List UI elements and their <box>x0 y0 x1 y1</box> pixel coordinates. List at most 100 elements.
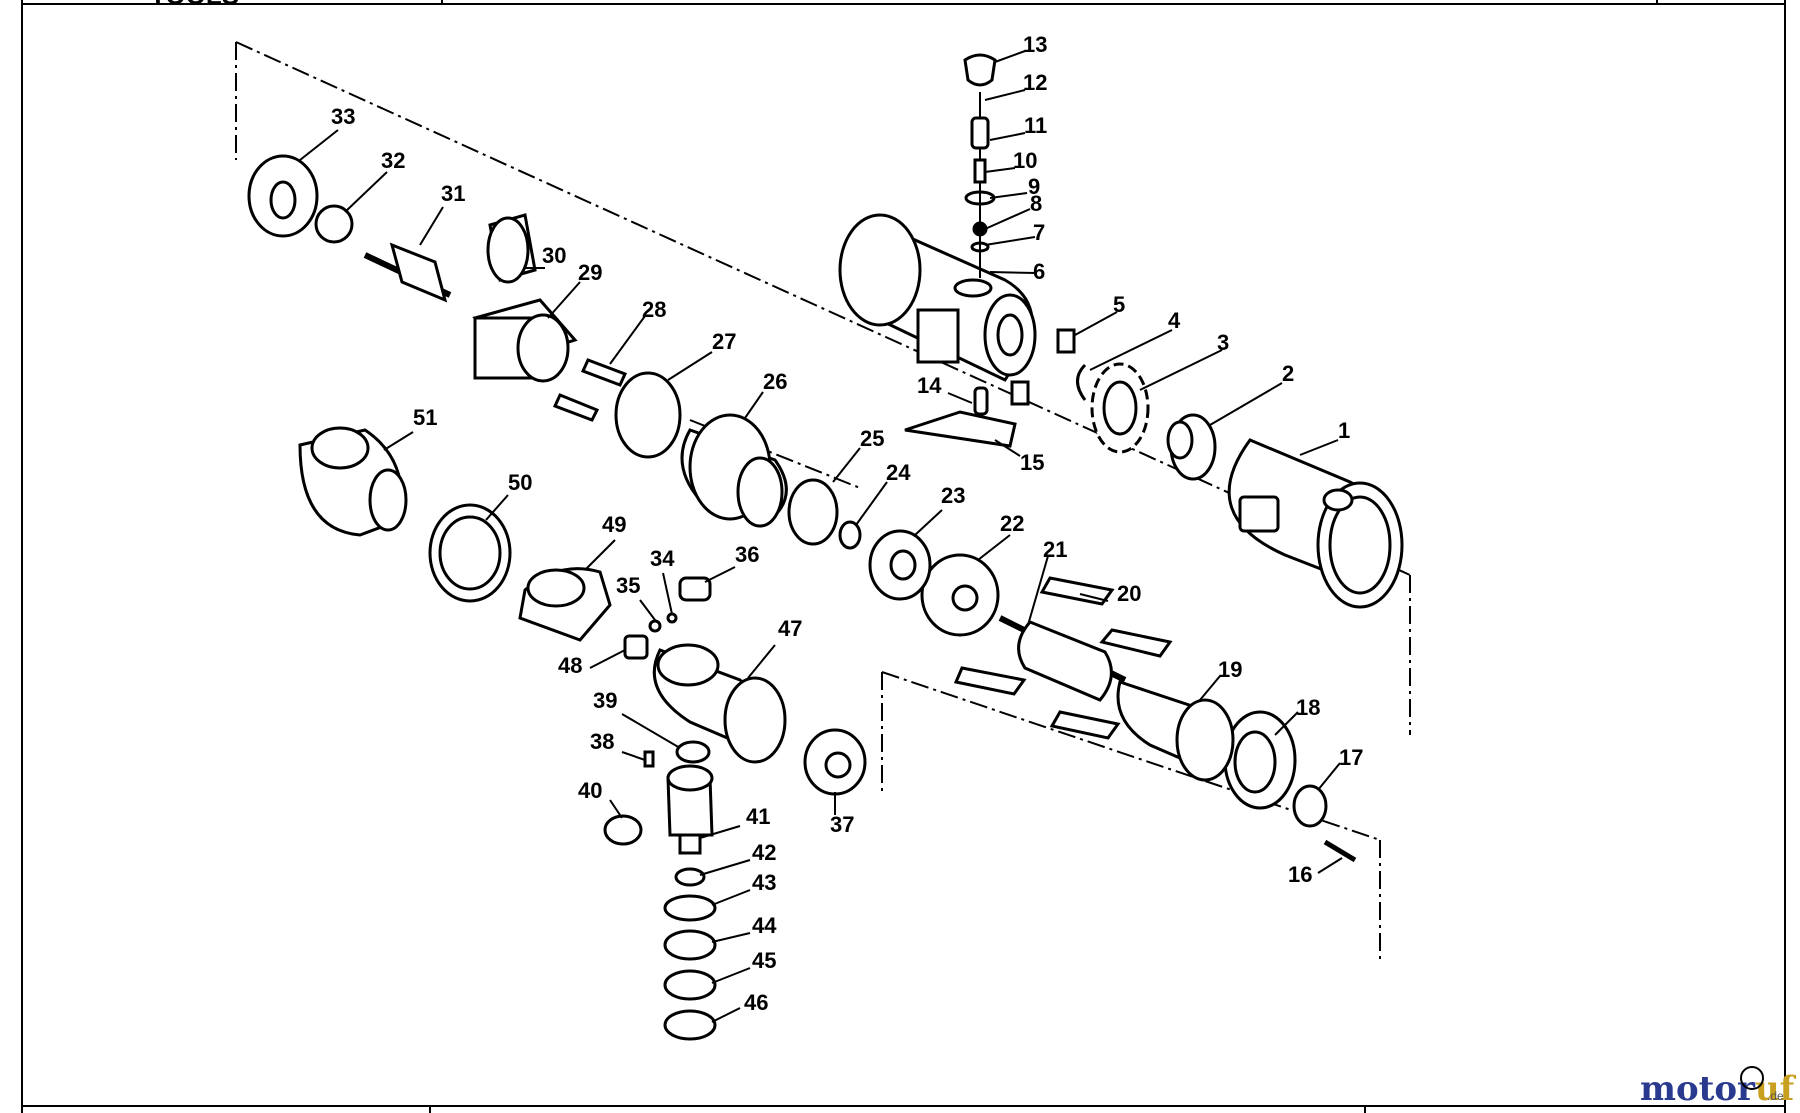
part-36-pawl <box>678 576 712 602</box>
callout-21: 21 <box>1043 537 1067 562</box>
callout-34: 34 <box>650 546 675 571</box>
registered-mark-icon <box>1740 1066 1764 1090</box>
callout-43: 43 <box>752 870 776 895</box>
part-15-lever <box>904 410 1017 448</box>
callout-9: 9 <box>1028 174 1040 199</box>
part-4-clip <box>1076 363 1087 401</box>
callout-49: 49 <box>602 512 626 537</box>
part-26-housing <box>680 413 788 528</box>
callout-15: 15 <box>1020 450 1044 475</box>
part-30-hammer <box>486 213 537 284</box>
part-35-spring <box>648 619 662 633</box>
callout-33: 33 <box>331 104 355 129</box>
callout-19: 19 <box>1218 657 1242 682</box>
part-25-oring <box>787 478 839 546</box>
callout-25: 25 <box>860 426 884 451</box>
header-title-fragment: TOOLS <box>150 0 239 10</box>
part-48-block <box>623 634 649 660</box>
callout-20: 20 <box>1117 581 1141 606</box>
part-42-nut <box>674 867 706 887</box>
part-50-ring <box>428 503 512 603</box>
callout-7: 7 <box>1033 220 1045 245</box>
part-23-bearing <box>868 529 932 601</box>
part-46-ring <box>663 1009 717 1041</box>
callout-40: 40 <box>578 778 602 803</box>
callout-14: 14 <box>917 373 942 398</box>
part-14-pin <box>973 386 989 416</box>
watermark-logo: motoruf .de <box>1640 1066 1797 1109</box>
part-28-keys <box>552 358 628 422</box>
callout-16: 16 <box>1288 862 1312 887</box>
callout-3: 3 <box>1217 330 1229 355</box>
watermark-brand-suffix: .de <box>1767 1089 1784 1103</box>
part-14-block <box>1010 380 1030 406</box>
callout-37: 37 <box>830 812 854 837</box>
part-41-anvil <box>666 764 714 855</box>
part-16-pin <box>1323 839 1357 863</box>
callout-47: 47 <box>778 616 802 641</box>
part-5-block <box>1056 328 1076 354</box>
callout-24: 24 <box>886 460 911 485</box>
callout-4: 4 <box>1168 308 1181 333</box>
part-3-ring <box>1090 362 1150 454</box>
drawing-frame <box>21 0 1786 1113</box>
callout-6: 6 <box>1033 259 1045 284</box>
part-27-oring <box>614 371 682 459</box>
part-45-ring <box>663 969 717 1001</box>
callout-39: 39 <box>593 688 617 713</box>
part-39-washer <box>675 740 711 764</box>
callout-13: 13 <box>1023 32 1047 57</box>
callout-36: 36 <box>735 542 759 567</box>
part-6-main-body <box>838 213 1037 382</box>
part-49-ratchet-head <box>518 567 612 642</box>
callout-32: 32 <box>381 148 405 173</box>
callout-46: 46 <box>744 990 768 1015</box>
callout-5: 5 <box>1113 292 1125 317</box>
callout-10: 10 <box>1013 148 1037 173</box>
callout-12: 12 <box>1023 70 1047 95</box>
callout-38: 38 <box>590 729 614 754</box>
part-22-bearing <box>920 553 1000 637</box>
part-37-bearing <box>803 728 867 796</box>
part-21-rotor <box>998 615 1127 702</box>
svg-text:motoruf: motoruf <box>1640 1069 1797 1109</box>
part-47-yoke <box>652 643 787 764</box>
callout-51: 51 <box>413 405 437 430</box>
part-38-key <box>643 750 655 768</box>
callout-50: 50 <box>508 470 532 495</box>
callout-17: 17 <box>1339 745 1363 770</box>
leader-lines <box>299 50 1343 1023</box>
callout-35: 35 <box>616 573 640 598</box>
callout-45: 45 <box>752 948 776 973</box>
callout-1: 1 <box>1338 418 1350 443</box>
part-31-shaft <box>363 242 452 303</box>
callout-8: 8 <box>1030 191 1042 216</box>
callout-31: 31 <box>441 181 465 206</box>
part-20-vanes <box>953 576 1173 740</box>
part-1-housing-sleeve <box>1227 438 1404 609</box>
callout-labels: 1234567891011121314151617181920212223242… <box>331 32 1363 1015</box>
part-24-ring <box>838 520 862 550</box>
callout-27: 27 <box>712 329 736 354</box>
part-2-nut <box>1166 413 1217 481</box>
callout-22: 22 <box>1000 511 1024 536</box>
callout-23: 23 <box>941 483 965 508</box>
part-33-plate <box>247 154 319 238</box>
callout-18: 18 <box>1296 695 1320 720</box>
callout-11: 11 <box>1024 113 1047 138</box>
part-17-bearing <box>1292 784 1328 828</box>
part-32-washer <box>314 204 354 244</box>
callout-28: 28 <box>642 297 666 322</box>
part-drawings <box>247 53 1404 1041</box>
part-29-clutch <box>472 298 578 383</box>
callout-48: 48 <box>558 653 582 678</box>
callout-44: 44 <box>752 913 777 938</box>
callout-30: 30 <box>542 243 566 268</box>
callout-41: 41 <box>746 804 770 829</box>
callout-29: 29 <box>578 260 602 285</box>
callout-26: 26 <box>763 369 787 394</box>
callout-2: 2 <box>1282 361 1294 386</box>
callout-42: 42 <box>752 840 776 865</box>
part-40-knob <box>603 814 643 846</box>
